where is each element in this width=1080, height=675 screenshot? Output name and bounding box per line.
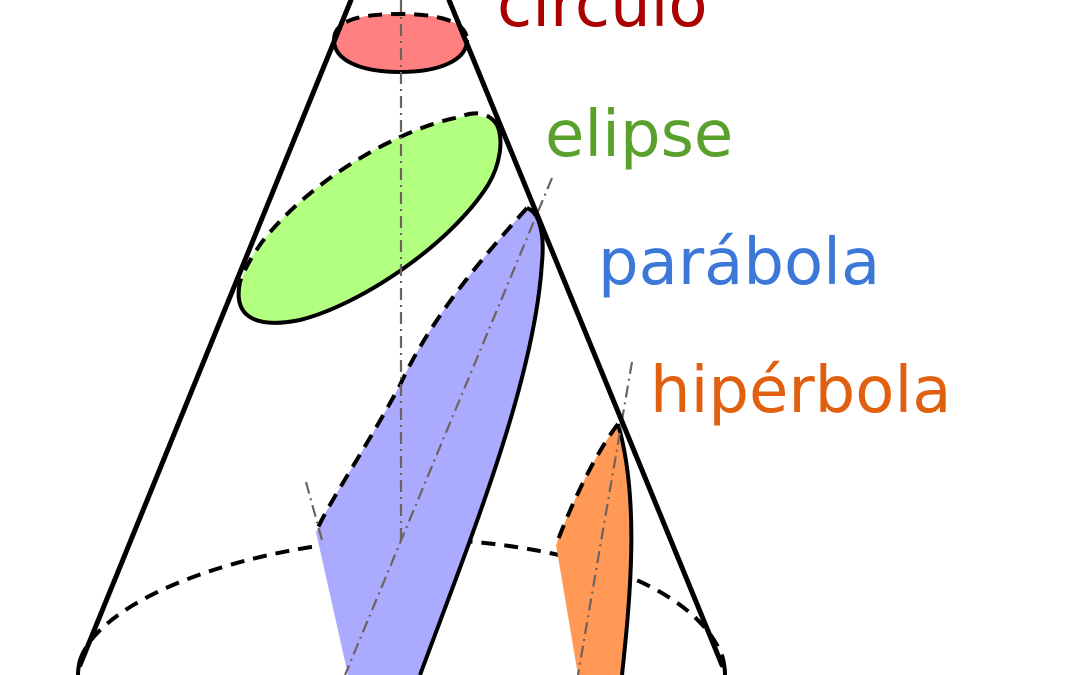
parabola-axis — [343, 177, 554, 675]
circle-label: círculo — [497, 0, 708, 42]
parabola-section — [316, 208, 543, 675]
hyperbola-edge-front — [616, 423, 634, 675]
ellipse-section — [239, 115, 503, 323]
cone-right-side — [446, 0, 725, 668]
parabola-guide — [304, 481, 324, 541]
ellipse-label: elipse — [545, 98, 733, 172]
cone-left-side — [77, 0, 354, 668]
hyperbola-section — [556, 424, 632, 675]
hyperbola-axis — [576, 361, 634, 675]
parabola-label: parábola — [598, 226, 880, 300]
ellipse-edge-front — [236, 124, 503, 325]
hyperbola-label: hipérbola — [650, 354, 951, 428]
hyperbola-edge-back — [554, 422, 620, 546]
cone-base-front — [76, 654, 727, 675]
ellipse-edge-back — [238, 111, 499, 283]
